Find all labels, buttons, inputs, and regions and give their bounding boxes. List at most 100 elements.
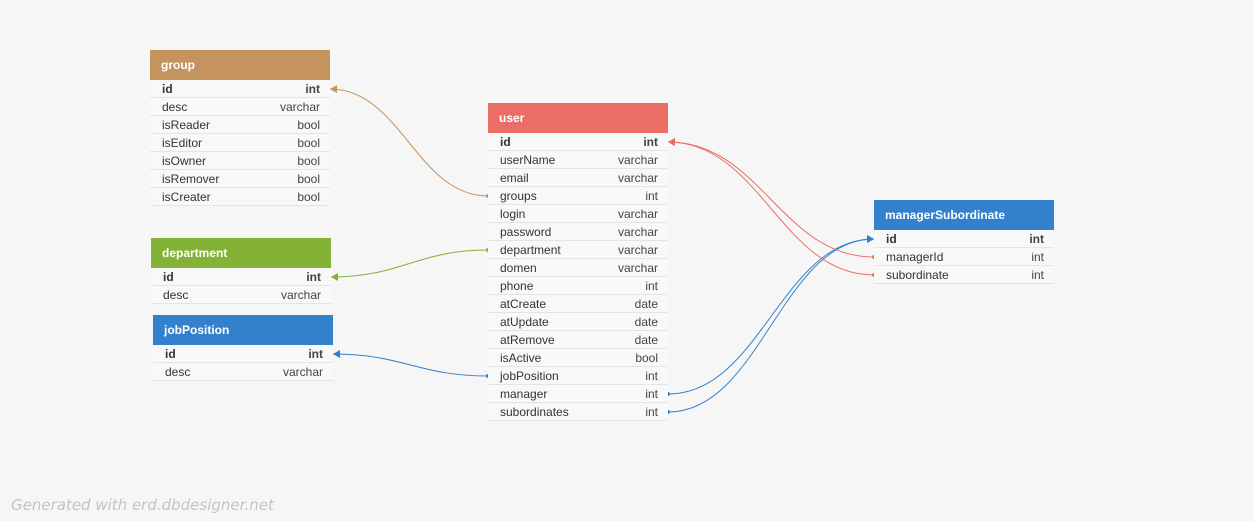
- relation-line-1[interactable]: [330, 249, 489, 278]
- column-type: bool: [297, 190, 320, 204]
- table-header-department[interactable]: department: [151, 238, 331, 268]
- column-name: password: [500, 225, 552, 239]
- relation-line-5[interactable]: [667, 141, 875, 258]
- table-row-group-desc[interactable]: desc varchar: [150, 98, 330, 116]
- table-row-department-desc[interactable]: desc varchar: [151, 286, 331, 304]
- column-name: subordinates: [500, 405, 569, 419]
- relation-line-2[interactable]: [332, 353, 489, 377]
- column-type: bool: [297, 136, 320, 150]
- column-name: manager: [500, 387, 548, 401]
- column-name: atCreate: [500, 297, 547, 311]
- column-name: desc: [163, 288, 189, 302]
- table-row-user-password[interactable]: password varchar: [488, 223, 668, 241]
- table-row-group-isOwner[interactable]: isOwner bool: [150, 152, 330, 170]
- column-name: desc: [162, 100, 188, 114]
- table-row-user-email[interactable]: email varchar: [488, 169, 668, 187]
- table-row-user-atRemove[interactable]: atRemove date: [488, 331, 668, 349]
- column-name: atUpdate: [500, 315, 549, 329]
- column-type: int: [1031, 250, 1044, 264]
- column-type: varchar: [617, 207, 658, 221]
- column-name: phone: [500, 279, 534, 293]
- column-name: jobPosition: [500, 369, 559, 383]
- column-type: varchar: [617, 153, 658, 167]
- column-name: id: [165, 347, 176, 361]
- relation-line-3[interactable]: [667, 238, 875, 395]
- column-type: date: [634, 333, 658, 347]
- column-name: managerId: [886, 250, 944, 264]
- relation-arrow-5: [668, 138, 675, 146]
- relation-arrow-4: [867, 235, 874, 243]
- relation-line-6[interactable]: [667, 141, 875, 276]
- column-type: date: [634, 297, 658, 311]
- relation-line-0[interactable]: [329, 88, 489, 197]
- column-name: isOwner: [162, 154, 207, 168]
- column-type: int: [305, 82, 320, 96]
- relation-arrow-1: [331, 273, 338, 281]
- table-row-group-isRemover[interactable]: isRemover bool: [150, 170, 330, 188]
- table-row-jobPosition-desc[interactable]: desc varchar: [153, 363, 333, 381]
- table-row-group-id[interactable]: id int: [150, 80, 330, 98]
- column-type: bool: [297, 172, 320, 186]
- table-row-group-isReader[interactable]: isReader bool: [150, 116, 330, 134]
- table-user[interactable]: user id int userName varchar email varchar gro…: [488, 103, 668, 421]
- relation-line-4[interactable]: [667, 238, 875, 413]
- column-name: isReader: [162, 118, 211, 132]
- table-row-user-phone[interactable]: phone int: [488, 277, 668, 295]
- watermark-text: Generated with erd.dbdesigner.net: [11, 496, 274, 514]
- relation-arrow-2: [333, 350, 340, 358]
- table-header-managerSubordinate[interactable]: managerSubordinate: [874, 200, 1054, 230]
- table-row-managerSubordinate-managerId[interactable]: managerId int: [874, 248, 1054, 266]
- column-name: id: [162, 82, 173, 96]
- column-name: subordinate: [886, 268, 949, 282]
- table-header-user[interactable]: user: [488, 103, 668, 133]
- column-type: varchar: [280, 288, 321, 302]
- column-type: int: [306, 270, 321, 284]
- column-type: bool: [297, 118, 320, 132]
- table-row-user-groups[interactable]: groups int: [488, 187, 668, 205]
- column-type: varchar: [279, 100, 320, 114]
- table-row-department-id[interactable]: id int: [151, 268, 331, 286]
- column-type: varchar: [617, 171, 658, 185]
- column-name: isCreater: [162, 190, 211, 204]
- table-row-managerSubordinate-subordinate[interactable]: subordinate int: [874, 266, 1054, 284]
- table-row-user-id[interactable]: id int: [488, 133, 668, 151]
- column-type: int: [643, 135, 658, 149]
- column-name: atRemove: [500, 333, 555, 347]
- table-department[interactable]: department id int desc varchar: [151, 238, 331, 304]
- table-row-group-isCreater[interactable]: isCreater bool: [150, 188, 330, 206]
- column-name: email: [500, 171, 529, 185]
- column-name: domen: [500, 261, 537, 275]
- column-name: isRemover: [162, 172, 220, 186]
- relation-arrow-6: [668, 138, 675, 146]
- table-header-jobPosition[interactable]: jobPosition: [153, 315, 333, 345]
- column-name: id: [500, 135, 511, 149]
- column-type: int: [1031, 268, 1044, 282]
- column-type: int: [645, 189, 658, 203]
- column-type: int: [645, 279, 658, 293]
- relation-arrow-0: [330, 85, 337, 93]
- table-row-user-atCreate[interactable]: atCreate date: [488, 295, 668, 313]
- column-name: groups: [500, 189, 537, 203]
- table-header-group[interactable]: group: [150, 50, 330, 80]
- column-type: varchar: [617, 225, 658, 239]
- column-name: id: [163, 270, 174, 284]
- table-row-user-userName[interactable]: userName varchar: [488, 151, 668, 169]
- column-name: desc: [165, 365, 191, 379]
- column-type: bool: [297, 154, 320, 168]
- column-name: userName: [500, 153, 556, 167]
- column-type: varchar: [282, 365, 323, 379]
